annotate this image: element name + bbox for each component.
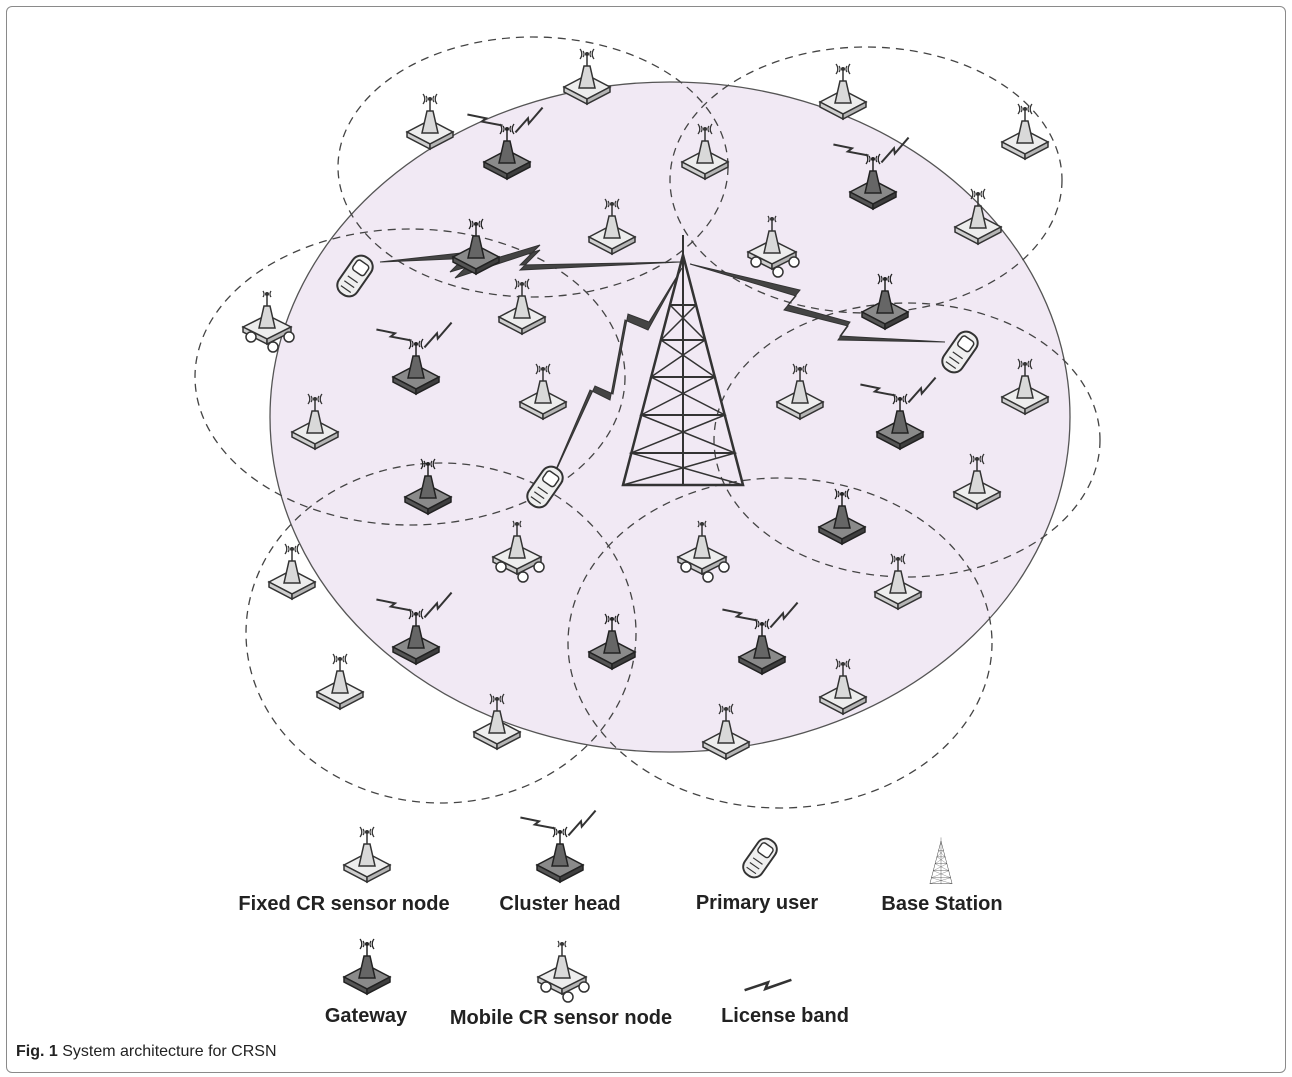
cluster-bottom-left bbox=[245, 462, 637, 804]
legend-license-band-label: License band bbox=[721, 1005, 849, 1027]
legend-gateway-icon bbox=[343, 938, 391, 995]
caption-text: System architecture for CRSN bbox=[62, 1043, 277, 1060]
legend-primary-user-label: Primary user bbox=[696, 892, 819, 914]
cluster-bottom-right bbox=[567, 477, 993, 809]
legend-primary-user-icon bbox=[738, 833, 782, 883]
figure-frame bbox=[6, 6, 1286, 1073]
legend-license-band-icon bbox=[743, 978, 793, 992]
cluster-right bbox=[713, 302, 1101, 578]
legend-fixed-icon bbox=[343, 826, 391, 883]
legend: Fixed CR sensor node Cluster head Primar… bbox=[238, 811, 1003, 1029]
legend-mobile-label: Mobile CR sensor node bbox=[450, 1007, 672, 1029]
legend-fixed-label: Fixed CR sensor node bbox=[238, 893, 449, 915]
legend-gateway-label: Gateway bbox=[325, 1005, 408, 1027]
legend-base-station-label: Base Station bbox=[881, 893, 1002, 915]
figure-label: Fig. 1 bbox=[16, 1043, 58, 1060]
figure-caption: Fig. 1 System architecture for CRSN bbox=[16, 1043, 277, 1061]
legend-base-station-icon bbox=[929, 837, 953, 884]
legend-cluster-head-icon bbox=[520, 811, 599, 882]
cluster-top-right bbox=[669, 46, 1063, 314]
legend-mobile-icon bbox=[537, 940, 590, 1003]
legend-cluster-head-label: Cluster head bbox=[499, 893, 620, 915]
cluster-left bbox=[194, 228, 626, 526]
